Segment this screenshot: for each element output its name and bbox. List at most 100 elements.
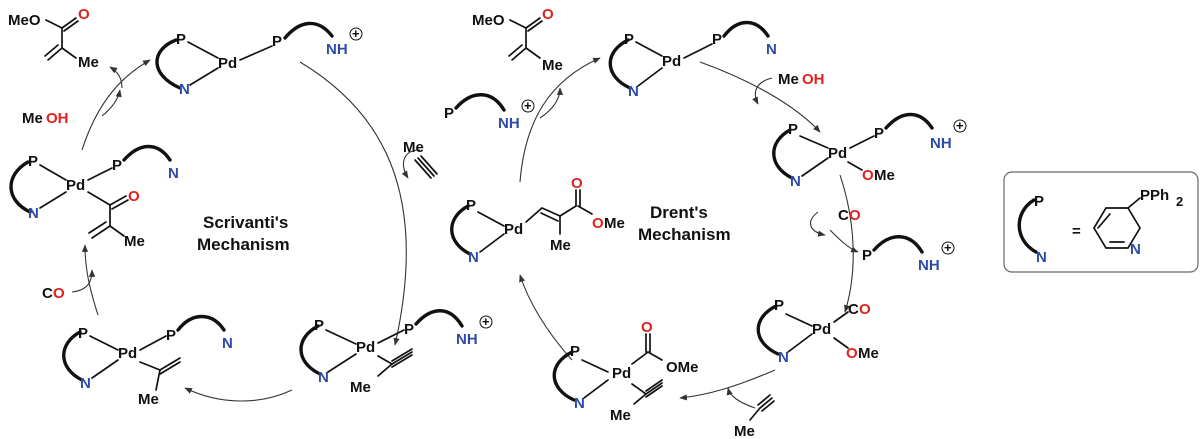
svg-text:P: P [774, 297, 784, 314]
methyl-methacrylate-product-right: MeO O Me [472, 6, 563, 74]
propyne-in-curl-right [726, 387, 756, 409]
svg-text:N: N [28, 205, 39, 222]
alkyne-in-curl [401, 149, 421, 179]
svg-text:NH: NH [456, 331, 478, 348]
svg-text:P: P [78, 325, 88, 342]
svg-text:P: P [112, 157, 122, 174]
svg-text:N: N [80, 375, 91, 392]
co-in-curl-left [71, 269, 96, 293]
meoh-in-curl-right [752, 77, 773, 105]
svg-text:OH: OH [802, 71, 825, 88]
carbon-monoxide-reagent-right: C O [838, 207, 861, 224]
svg-text:O: O [53, 285, 65, 302]
svg-text:N: N [168, 165, 179, 182]
svg-text:N: N [778, 349, 789, 366]
ligand-p-nh-released: P NH + [862, 235, 955, 274]
complex-vinyl-pd-bottom-left: P N Pd P N Me [62, 314, 233, 408]
svg-text:O: O [849, 207, 861, 224]
svg-text:P: P [466, 197, 476, 214]
svg-text:NH: NH [918, 257, 940, 274]
svg-text:OH: OH [46, 110, 69, 127]
svg-text:Pd: Pd [662, 53, 681, 70]
drent-arrow-left-bottom [519, 274, 573, 361]
cycle-arrow-bottom [184, 387, 293, 402]
svg-text:P: P [712, 31, 722, 48]
svg-text:O: O [128, 188, 140, 205]
svg-text:O: O [862, 167, 874, 184]
svg-text:Me: Me [138, 391, 159, 408]
drent-mechanism-label: Drent's Mechanism [638, 203, 731, 244]
svg-text:+: + [944, 240, 952, 255]
svg-text:P: P [874, 125, 884, 142]
svg-text:P: P [176, 31, 186, 48]
drent-arrow-right-down [839, 174, 854, 313]
svg-text:NH: NH [326, 41, 348, 58]
svg-text:N: N [574, 395, 585, 412]
svg-text:N: N [468, 249, 479, 266]
complex-alkynyl-pd-bottom-right: P N Pd P NH + Me [299, 309, 493, 396]
svg-text:Pd: Pd [828, 145, 847, 162]
svg-text:Me: Me [610, 407, 631, 424]
scrivanti-mechanism-label: Scrivanti's Mechanism [197, 213, 290, 254]
svg-text:N: N [628, 83, 639, 100]
svg-text:N: N [1036, 249, 1047, 266]
svg-text:Me: Me [550, 237, 571, 254]
svg-text:P: P [404, 321, 414, 338]
svg-text:MeO: MeO [8, 12, 41, 29]
svg-text:+: + [482, 314, 490, 329]
svg-text:O: O [542, 6, 554, 23]
drent-complex-carbonyl-methoxy-pd: P N Pd C O O Me [756, 297, 879, 366]
svg-text:Me: Me [22, 110, 43, 127]
svg-text:MeO: MeO [472, 12, 505, 29]
svg-text:Mechanism: Mechanism [638, 225, 731, 244]
svg-text:N: N [766, 41, 777, 58]
drent-complex-methoxy-pd: P N Pd P NH + O Me [772, 112, 967, 190]
complex-acyl-pd-left: P N Pd P N O Me [9, 144, 179, 250]
methanol-reagent-left: Me OH [22, 110, 69, 127]
cycle-arrow-left-top [81, 59, 151, 151]
svg-text:N: N [1130, 241, 1141, 258]
svg-text:P: P [1034, 193, 1044, 210]
svg-text:P: P [788, 121, 798, 138]
drent-complex-pd-p-n-top: P N Pd P N [608, 20, 777, 100]
methacrylate-out-curl-right [539, 87, 564, 119]
svg-text:P: P [314, 317, 324, 334]
svg-text:Drent's: Drent's [650, 203, 708, 222]
svg-text:N: N [222, 335, 233, 352]
svg-text:O: O [571, 175, 583, 192]
svg-text:O: O [78, 6, 90, 23]
svg-text:P: P [28, 153, 38, 170]
svg-text:+: + [956, 118, 964, 133]
svg-text:Pd: Pd [612, 365, 631, 382]
svg-text:Pd: Pd [504, 221, 523, 238]
drent-complex-acrylate-pd: P N Pd O O Me Me [450, 175, 625, 266]
svg-text:P: P [444, 105, 454, 122]
svg-text:Me: Me [403, 139, 424, 156]
svg-text:Me: Me [604, 215, 625, 232]
drent-arrow-bottom [679, 369, 776, 401]
svg-text:P: P [166, 327, 176, 344]
cycle-arrow-left-bottom [81, 244, 99, 316]
svg-text:Me: Me [542, 57, 563, 74]
svg-text:C: C [838, 207, 849, 224]
svg-text:O: O [859, 301, 871, 318]
svg-text:NH: NH [930, 135, 952, 152]
co-in-curl-right [810, 211, 826, 237]
svg-text:+: + [524, 98, 532, 113]
svg-text:N: N [179, 81, 190, 98]
svg-text:C: C [42, 285, 53, 302]
svg-text:PPh: PPh [1140, 187, 1169, 204]
methyl-methacrylate-product-left: MeO O Me [8, 6, 99, 71]
drent-complex-ester-alkynyl-pd: P N Pd O OMe Me [552, 319, 699, 424]
methanol-reagent-right: Me OH [778, 71, 825, 88]
complex-pd-p-nh-top: P N Pd P NH + [155, 21, 363, 98]
ligand-out-curl-right [829, 229, 859, 253]
svg-text:O: O [592, 215, 604, 232]
svg-text:=: = [1072, 223, 1081, 240]
svg-text:O: O [641, 319, 653, 336]
svg-text:+: + [352, 26, 360, 41]
carbon-monoxide-reagent-left: C O [42, 285, 65, 302]
drent-arrow-left-up [519, 57, 601, 183]
drent-arrow-top-right [699, 61, 821, 133]
